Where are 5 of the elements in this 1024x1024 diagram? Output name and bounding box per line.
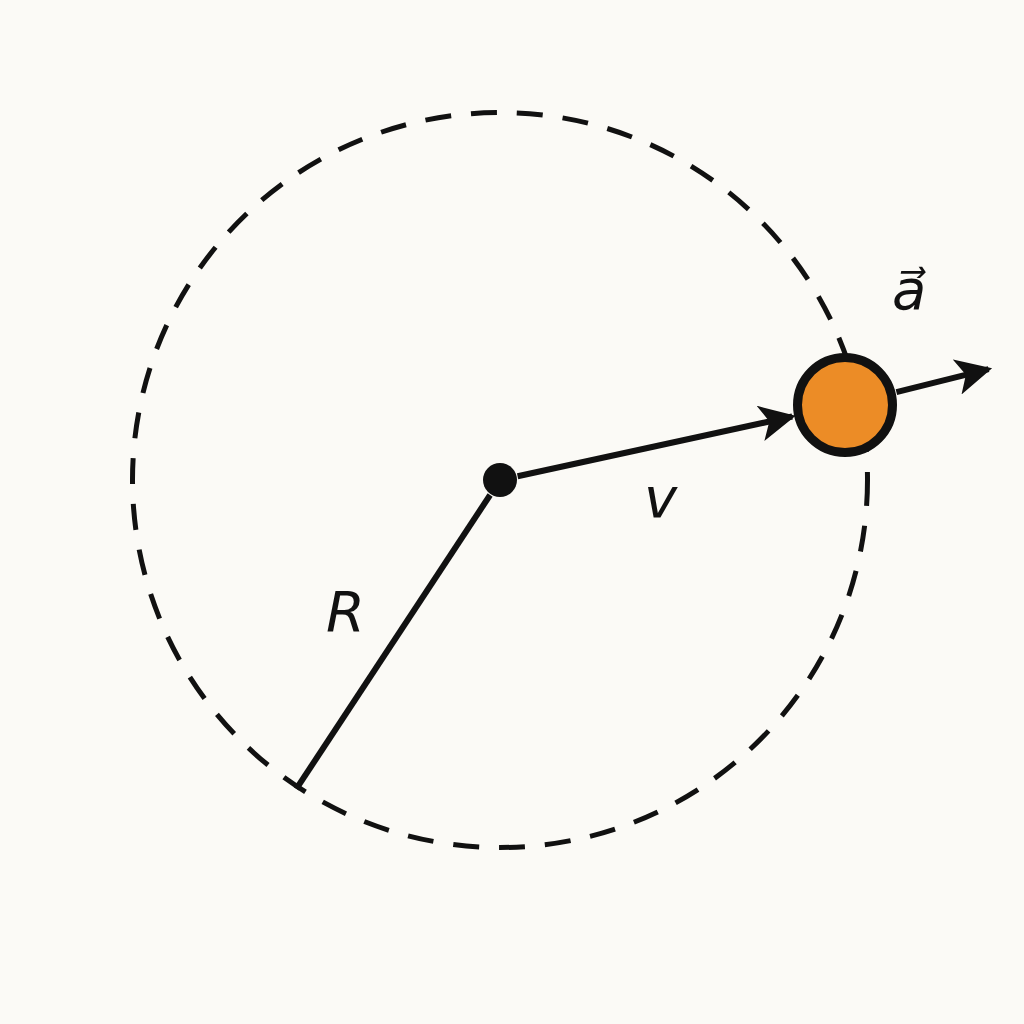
arrow <box>895 359 993 396</box>
edge-label: a⃗ <box>891 262 928 318</box>
edge-label: v <box>643 470 679 526</box>
arrow <box>516 405 796 480</box>
edge-label: R <box>325 584 366 640</box>
